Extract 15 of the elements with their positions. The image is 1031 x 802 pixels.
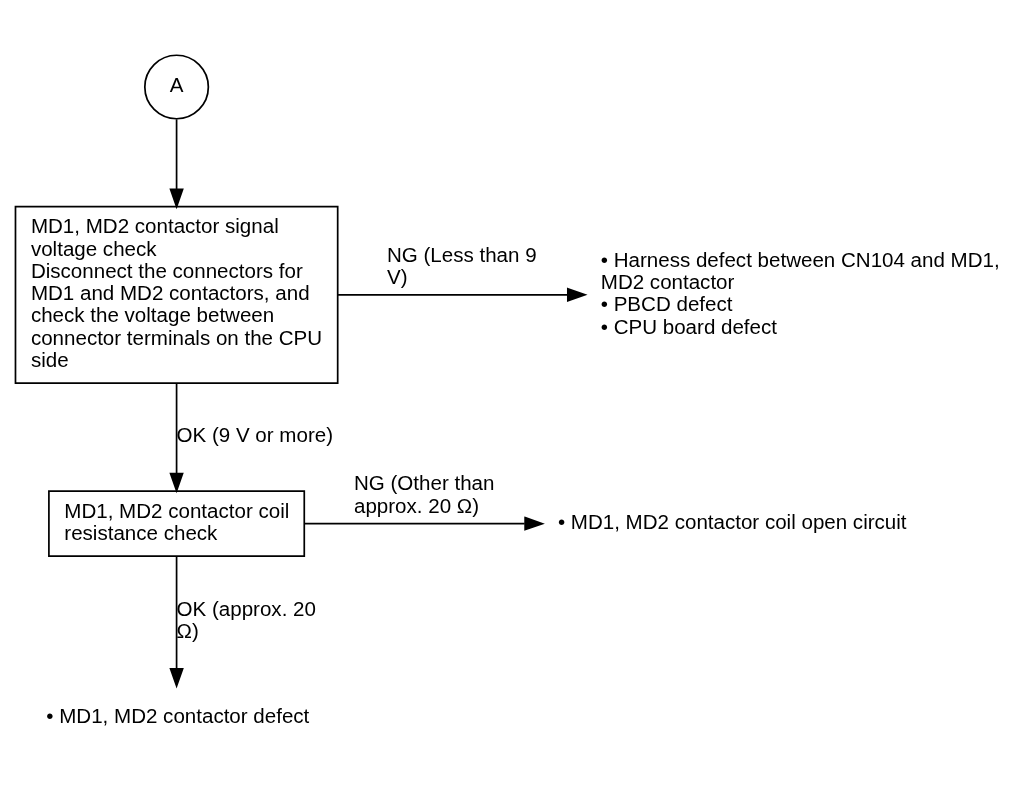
arrow <box>337 287 588 302</box>
node-text: • Harness defect between CN104 and MD1, MD2 contactor • PBCD defect • CPU board defect <box>600 247 1000 338</box>
arrow <box>303 515 545 531</box>
node-box: MD1, MD2 contactor coil resistance check <box>48 489 306 557</box>
node-text: • MD1, MD2 contactor defect <box>46 703 310 727</box>
edge-label: OK (9 V or more) <box>176 422 334 446</box>
edge-label: NG (Less than 9 V) <box>386 242 537 288</box>
edge-label: OK (approx. 20 Ω) <box>176 595 316 642</box>
node-text: • MD1, MD2 contactor coil open circuit <box>557 509 907 533</box>
arrow <box>169 117 184 209</box>
node-box: MD1, MD2 contactor signal voltage check Disconnect the connectors for MD1 and MD2 contactors, and check the voltage between connector terminals on the CPU side <box>14 205 339 384</box>
arrow <box>169 555 184 689</box>
edge-label: NG (Other than approx. 20 Ω) <box>353 470 495 517</box>
arrow <box>169 382 184 493</box>
node-circle: A <box>143 53 210 120</box>
